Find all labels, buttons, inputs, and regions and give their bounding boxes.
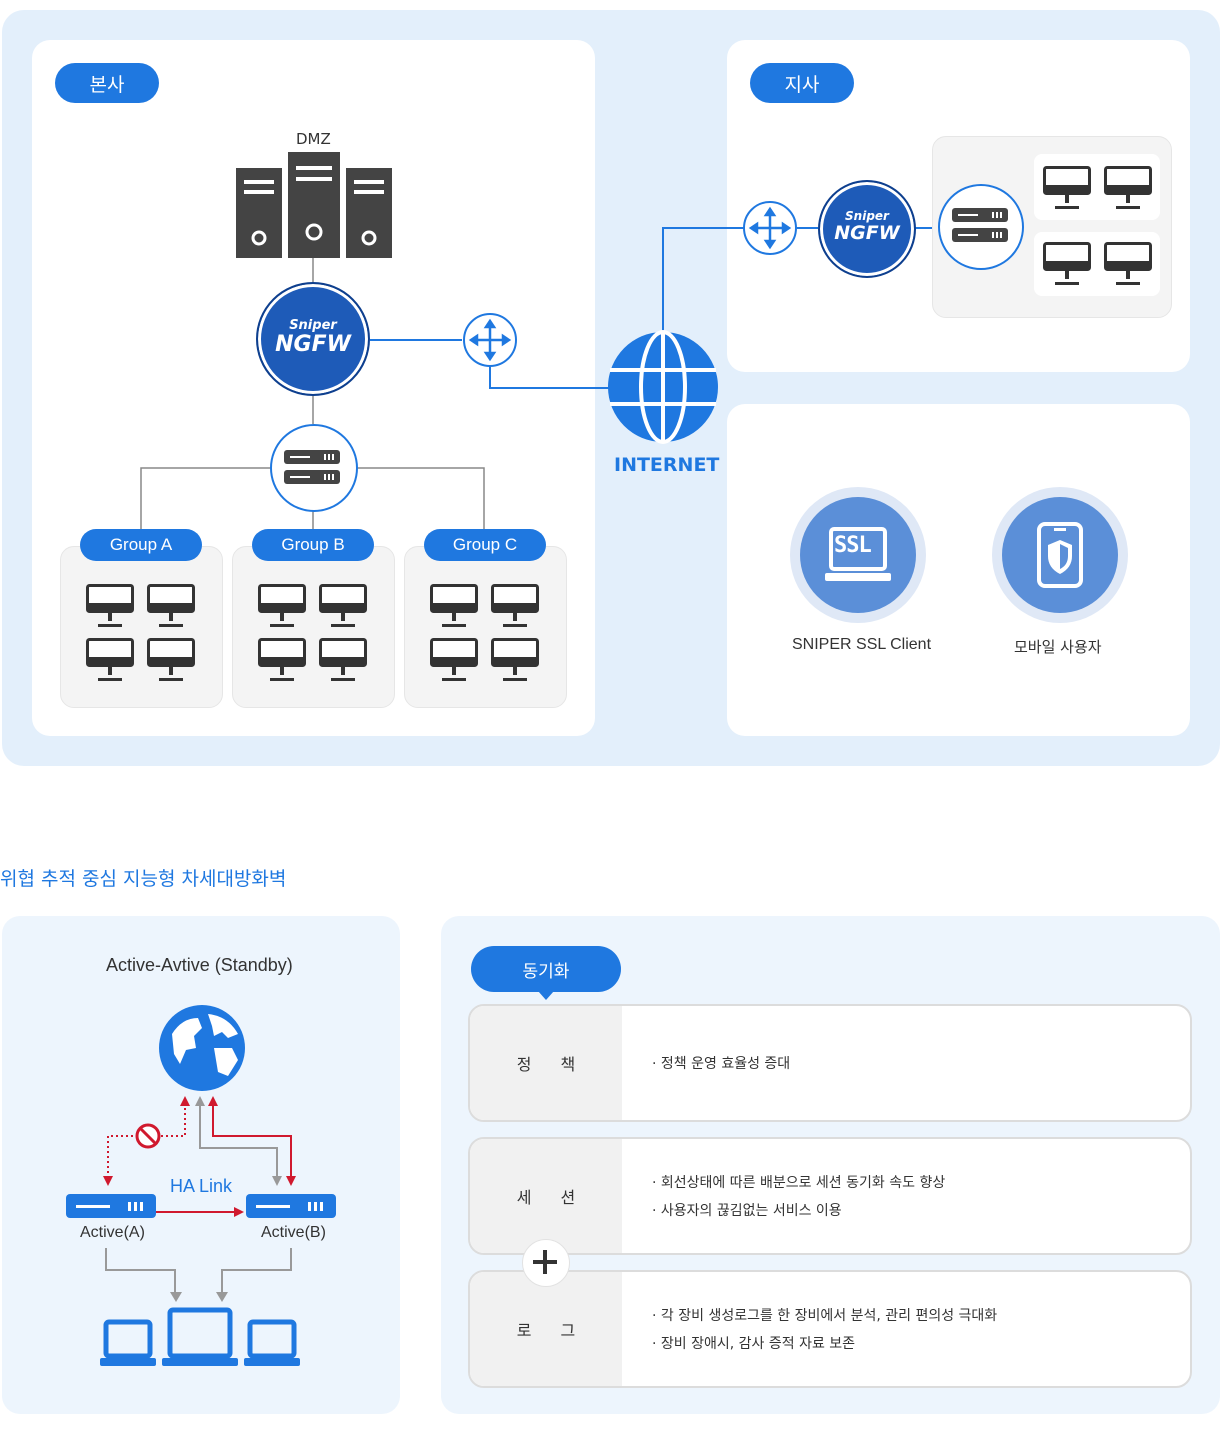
pc-monitor-icon: [1043, 166, 1091, 209]
row-bullet: · 각 장비 생성로그를 한 장비에서 분석, 관리 편의성 극대화: [652, 1308, 998, 1324]
branch-switch-node: [938, 184, 1024, 270]
ha-panel: [2, 916, 400, 1414]
pc-monitor-icon: [147, 584, 195, 627]
pc-monitor-icon: [86, 638, 134, 681]
pc-monitor-icon: [430, 584, 478, 627]
internet-globe-icon: [608, 330, 718, 444]
branch-switch-icon: [952, 208, 1008, 242]
sync-row-policy: 정 책 · 정책 운영 효율성 증대: [468, 1004, 1192, 1122]
ha-globe-icon: [159, 1005, 245, 1091]
row-bullet: · 사용자의 끊김없는 서비스 이용: [652, 1203, 842, 1219]
branch-router-icon: [743, 201, 797, 255]
pc-monitor-icon: [258, 584, 306, 627]
branch-ngfw-node: Sniper NGFW: [818, 180, 916, 278]
active-b-label: Active(B): [261, 1224, 326, 1241]
ssl-icon-text: SSL: [834, 533, 872, 558]
client-laptops-icon: [100, 1307, 300, 1366]
hq-ngfw-node: Sniper NGFW: [256, 282, 370, 396]
ngfw-name: NGFW: [834, 222, 900, 244]
down-arrow-icon: [216, 1292, 228, 1302]
row-label: 세 션: [470, 1139, 622, 1253]
sync-label: 동기화: [471, 946, 621, 992]
hq-label: 본사: [55, 63, 159, 103]
branch-label: 지사: [750, 63, 854, 103]
group-b-label: Group B: [252, 529, 374, 561]
internet-label: INTERNET: [614, 454, 720, 476]
pc-monitor-icon: [258, 638, 306, 681]
row-bullet: · 정책 운영 효율성 증대: [652, 1056, 791, 1072]
mobile-shield-icon: [1037, 522, 1083, 588]
sync-row-session: 세 션 · 회선상태에 따른 배분으로 세션 동기화 속도 향상 · 사용자의 …: [468, 1137, 1192, 1255]
hq-router-icon: [463, 313, 517, 367]
pc-monitor-icon: [147, 638, 195, 681]
down-arrow-icon: [170, 1292, 182, 1302]
active-a-device-icon: [66, 1194, 156, 1218]
pc-monitor-icon: [1043, 242, 1091, 285]
group-c-label: Group C: [424, 529, 546, 561]
laptop-ssl-icon: [825, 527, 891, 581]
row-bullet: · 회선상태에 따른 배분으로 세션 동기화 속도 향상: [652, 1175, 946, 1191]
ssl-client-label: SNIPER SSL Client: [792, 636, 932, 653]
plus-icon-glyph: [533, 1250, 557, 1274]
mobile-user-label: 모바일 사용자: [1014, 638, 1102, 656]
row-bullet: · 장비 장애시, 감사 증적 자료 보존: [652, 1336, 856, 1352]
pc-monitor-icon: [86, 584, 134, 627]
pc-monitor-icon: [319, 584, 367, 627]
ha-link-label: HA Link: [170, 1176, 233, 1196]
ha-title: Active-Avtive (Standby): [106, 955, 293, 975]
sync-row-log: 로 그 · 각 장비 생성로그를 한 장비에서 분석, 관리 편의성 극대화 ·…: [468, 1270, 1192, 1388]
pc-monitor-icon: [1104, 166, 1152, 209]
pc-monitor-icon: [491, 638, 539, 681]
ngfw-name: NGFW: [275, 332, 351, 357]
ngfw-brand: Sniper: [845, 209, 889, 223]
pc-monitor-icon: [319, 638, 367, 681]
active-b-device-icon: [246, 1194, 336, 1218]
group-c-box: [404, 546, 567, 708]
row-label: 로 그: [470, 1272, 622, 1386]
pc-monitor-icon: [491, 584, 539, 627]
group-a-box: [60, 546, 223, 708]
active-a-label: Active(A): [80, 1224, 145, 1241]
ngfw-brand: Sniper: [289, 318, 337, 333]
hq-switch-node: [270, 424, 358, 512]
section-title: 위협 추적 중심 지능형 차세대방화벽: [0, 868, 287, 890]
sync-pointer: [538, 991, 554, 1000]
group-a-label: Group A: [80, 529, 202, 561]
pc-monitor-icon: [1104, 242, 1152, 285]
group-b-box: [232, 546, 395, 708]
dmz-server-icon: [236, 152, 392, 258]
dmz-label: DMZ: [296, 130, 331, 148]
row-label: 정 책: [470, 1006, 622, 1120]
blocked-icon: [135, 1123, 161, 1149]
ssl-client-circle: [800, 497, 916, 613]
pc-monitor-icon: [430, 638, 478, 681]
hq-switch-icon: [284, 450, 340, 484]
